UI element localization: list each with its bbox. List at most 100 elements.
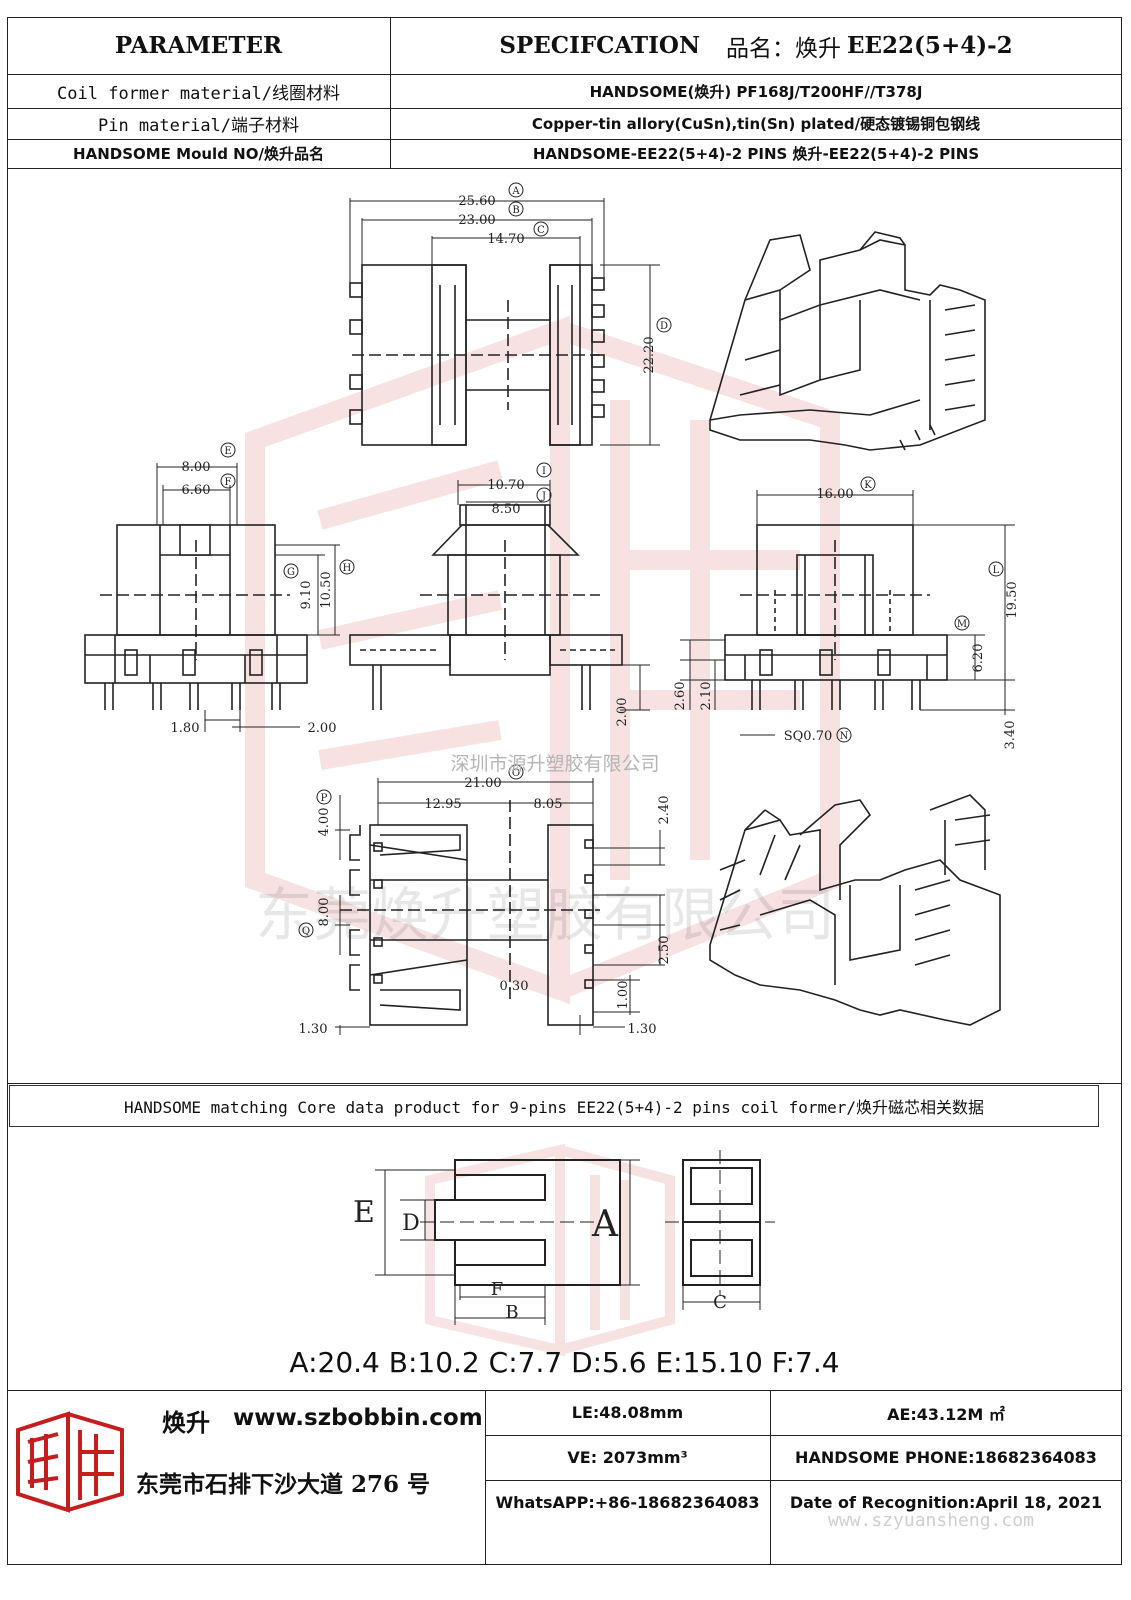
footer-watermark-url: www.szyuansheng.com — [828, 1510, 1034, 1531]
row-divider — [7, 168, 1122, 169]
footer-website[interactable]: www.szbobbin.com — [233, 1405, 483, 1431]
core-banner: HANDSOME matching Core data product for … — [123, 1098, 985, 1117]
footer-address-prefix: 东莞市石排下沙大道 — [136, 1471, 343, 1498]
dim-0-30: 0.30 — [500, 979, 529, 994]
row-divider — [7, 139, 1122, 140]
footer-whatsapp: WhatsAPP:+86-18682364083 — [495, 1493, 760, 1512]
marker-d: D — [660, 321, 668, 332]
watermark-small-text: 深圳市源升塑胶有限公司 — [450, 753, 659, 775]
footer-date: Date of Recognition:April 18, 2021 — [789, 1493, 1103, 1512]
footer-ae: AE:43.12M ㎡ — [887, 1404, 1005, 1424]
core-drawing: E D A F B C — [353, 1143, 775, 1357]
marker-f: F — [225, 477, 232, 488]
dim-1-00: 1.00 — [616, 981, 631, 1010]
side-view-middle — [349, 480, 650, 711]
marker-h: H — [343, 563, 352, 574]
product-name-label: 品名：焕升 — [725, 35, 841, 62]
dim-3-40: 3.40 — [1003, 721, 1018, 750]
marker-c: C — [537, 225, 545, 236]
marker-g: G — [287, 567, 295, 578]
dim-8-05: 8.05 — [534, 797, 563, 812]
footer-brand: 焕升 — [162, 1408, 210, 1437]
column-divider — [390, 17, 391, 168]
coil-former-drawing: A B C D E F G H I J K L M N O P Q 25.60 … — [84, 182, 1020, 1037]
core-summary: A:20.4 B:10.2 C:7.7 D:5.6 E:15.10 F:7.4 — [289, 1345, 840, 1379]
dim-25-60: 25.60 — [458, 194, 495, 209]
footer-le: LE:48.08mm — [571, 1403, 684, 1422]
marker-b: B — [512, 205, 519, 216]
isometric-view-bottom — [709, 794, 1001, 1026]
row-value-coil-material: HANDSOME(焕升) PF168J/T200HF//T378J — [589, 82, 923, 101]
marker-q: Q — [302, 926, 310, 937]
dim-10-50: 10.50 — [319, 571, 334, 608]
dim-22-20: 22.20 — [642, 336, 657, 373]
row-label-mould-no: HANDSOME Mould NO/焕升品名 — [73, 145, 324, 163]
core-banner-box — [9, 1085, 1099, 1127]
bottom-view — [335, 778, 665, 1035]
dim-1-80: 1.80 — [171, 721, 200, 736]
dim-2-00-mid: 2.00 — [615, 698, 630, 727]
marker-a: A — [511, 186, 520, 197]
core-label-d: D — [402, 1211, 420, 1236]
footer-column-divider — [485, 1390, 486, 1565]
dim-9-10: 9.10 — [299, 581, 314, 610]
dim-14-70: 14.70 — [487, 232, 524, 247]
dim-8-00: 8.00 — [182, 460, 211, 475]
dim-19-50: 19.50 — [1005, 581, 1020, 618]
side-view-right — [680, 490, 1015, 736]
dim-21-00: 21.00 — [464, 776, 501, 791]
core-watermark-logo — [425, 1143, 675, 1357]
marker-p: P — [321, 793, 328, 804]
core-label-f: F — [491, 1279, 504, 1300]
dim-sq-0-70: SQ0.70 — [784, 729, 833, 744]
row-divider — [7, 74, 1122, 75]
dim-2-40: 2.40 — [657, 796, 672, 825]
marker-i: I — [542, 466, 546, 477]
row-value-pin-material: Copper-tin allory(CuSn),tin(Sn) plated/硬… — [531, 115, 981, 133]
footer-divider — [7, 1390, 1122, 1391]
marker-j: J — [541, 491, 546, 502]
footer-row-divider — [485, 1435, 1122, 1436]
dim-23-00: 23.00 — [458, 213, 495, 228]
specification-label: SPECIFCATION — [499, 32, 700, 59]
footer-column-divider — [770, 1390, 771, 1565]
marker-k: K — [864, 480, 872, 491]
footer-phone: HANDSOME PHONE:18682364083 — [795, 1448, 1097, 1467]
side-view-left — [84, 463, 340, 732]
footer-ve: VE: 2073mm³ — [567, 1448, 688, 1467]
marker-o: O — [512, 768, 520, 779]
row-divider — [7, 108, 1122, 109]
footer-address-number: 276 — [351, 1471, 400, 1498]
core-label-e: E — [353, 1195, 375, 1230]
dim-2-50: 2.50 — [657, 936, 672, 965]
row-label-coil-material: Coil former material/线圈材料 — [57, 83, 340, 104]
footer-address-suffix: 号 — [407, 1471, 431, 1498]
footer-row-divider — [485, 1480, 1122, 1481]
dim-10-70: 10.70 — [487, 478, 524, 493]
isometric-view-top — [709, 231, 986, 451]
dim-1-30-right: 1.30 — [628, 1022, 657, 1037]
dim-2-00: 2.00 — [308, 721, 337, 736]
core-label-a: A — [591, 1204, 619, 1245]
dim-16-00: 16.00 — [816, 487, 853, 502]
top-view — [349, 198, 660, 446]
dim-12-95: 12.95 — [424, 797, 461, 812]
dim-2-60: 2.60 — [673, 682, 688, 711]
watermark-large-text: 东莞焕升塑胶有限公司 — [255, 881, 835, 949]
dim-2-10: 2.10 — [699, 682, 714, 711]
row-label-pin-material: Pin material/端子材料 — [97, 116, 300, 136]
section-divider — [7, 1083, 1122, 1084]
product-model: EE22(5+4)-2 — [846, 32, 1013, 59]
dim-6-20: 6.20 — [971, 644, 986, 673]
marker-l: L — [993, 565, 1000, 576]
parameter-heading: PARAMETER — [114, 32, 283, 59]
footer-address: 东莞市石排下沙大道 276 号 — [136, 1465, 430, 1499]
dim-1-30-left: 1.30 — [299, 1022, 328, 1037]
marker-e: E — [224, 446, 231, 457]
handsome-logo-icon — [16, 1411, 124, 1513]
marker-m: M — [957, 619, 967, 630]
core-label-c: C — [713, 1292, 727, 1313]
dim-4-00: 4.00 — [317, 808, 332, 837]
page-frame — [7, 17, 1122, 1565]
marker-n: N — [840, 731, 849, 742]
